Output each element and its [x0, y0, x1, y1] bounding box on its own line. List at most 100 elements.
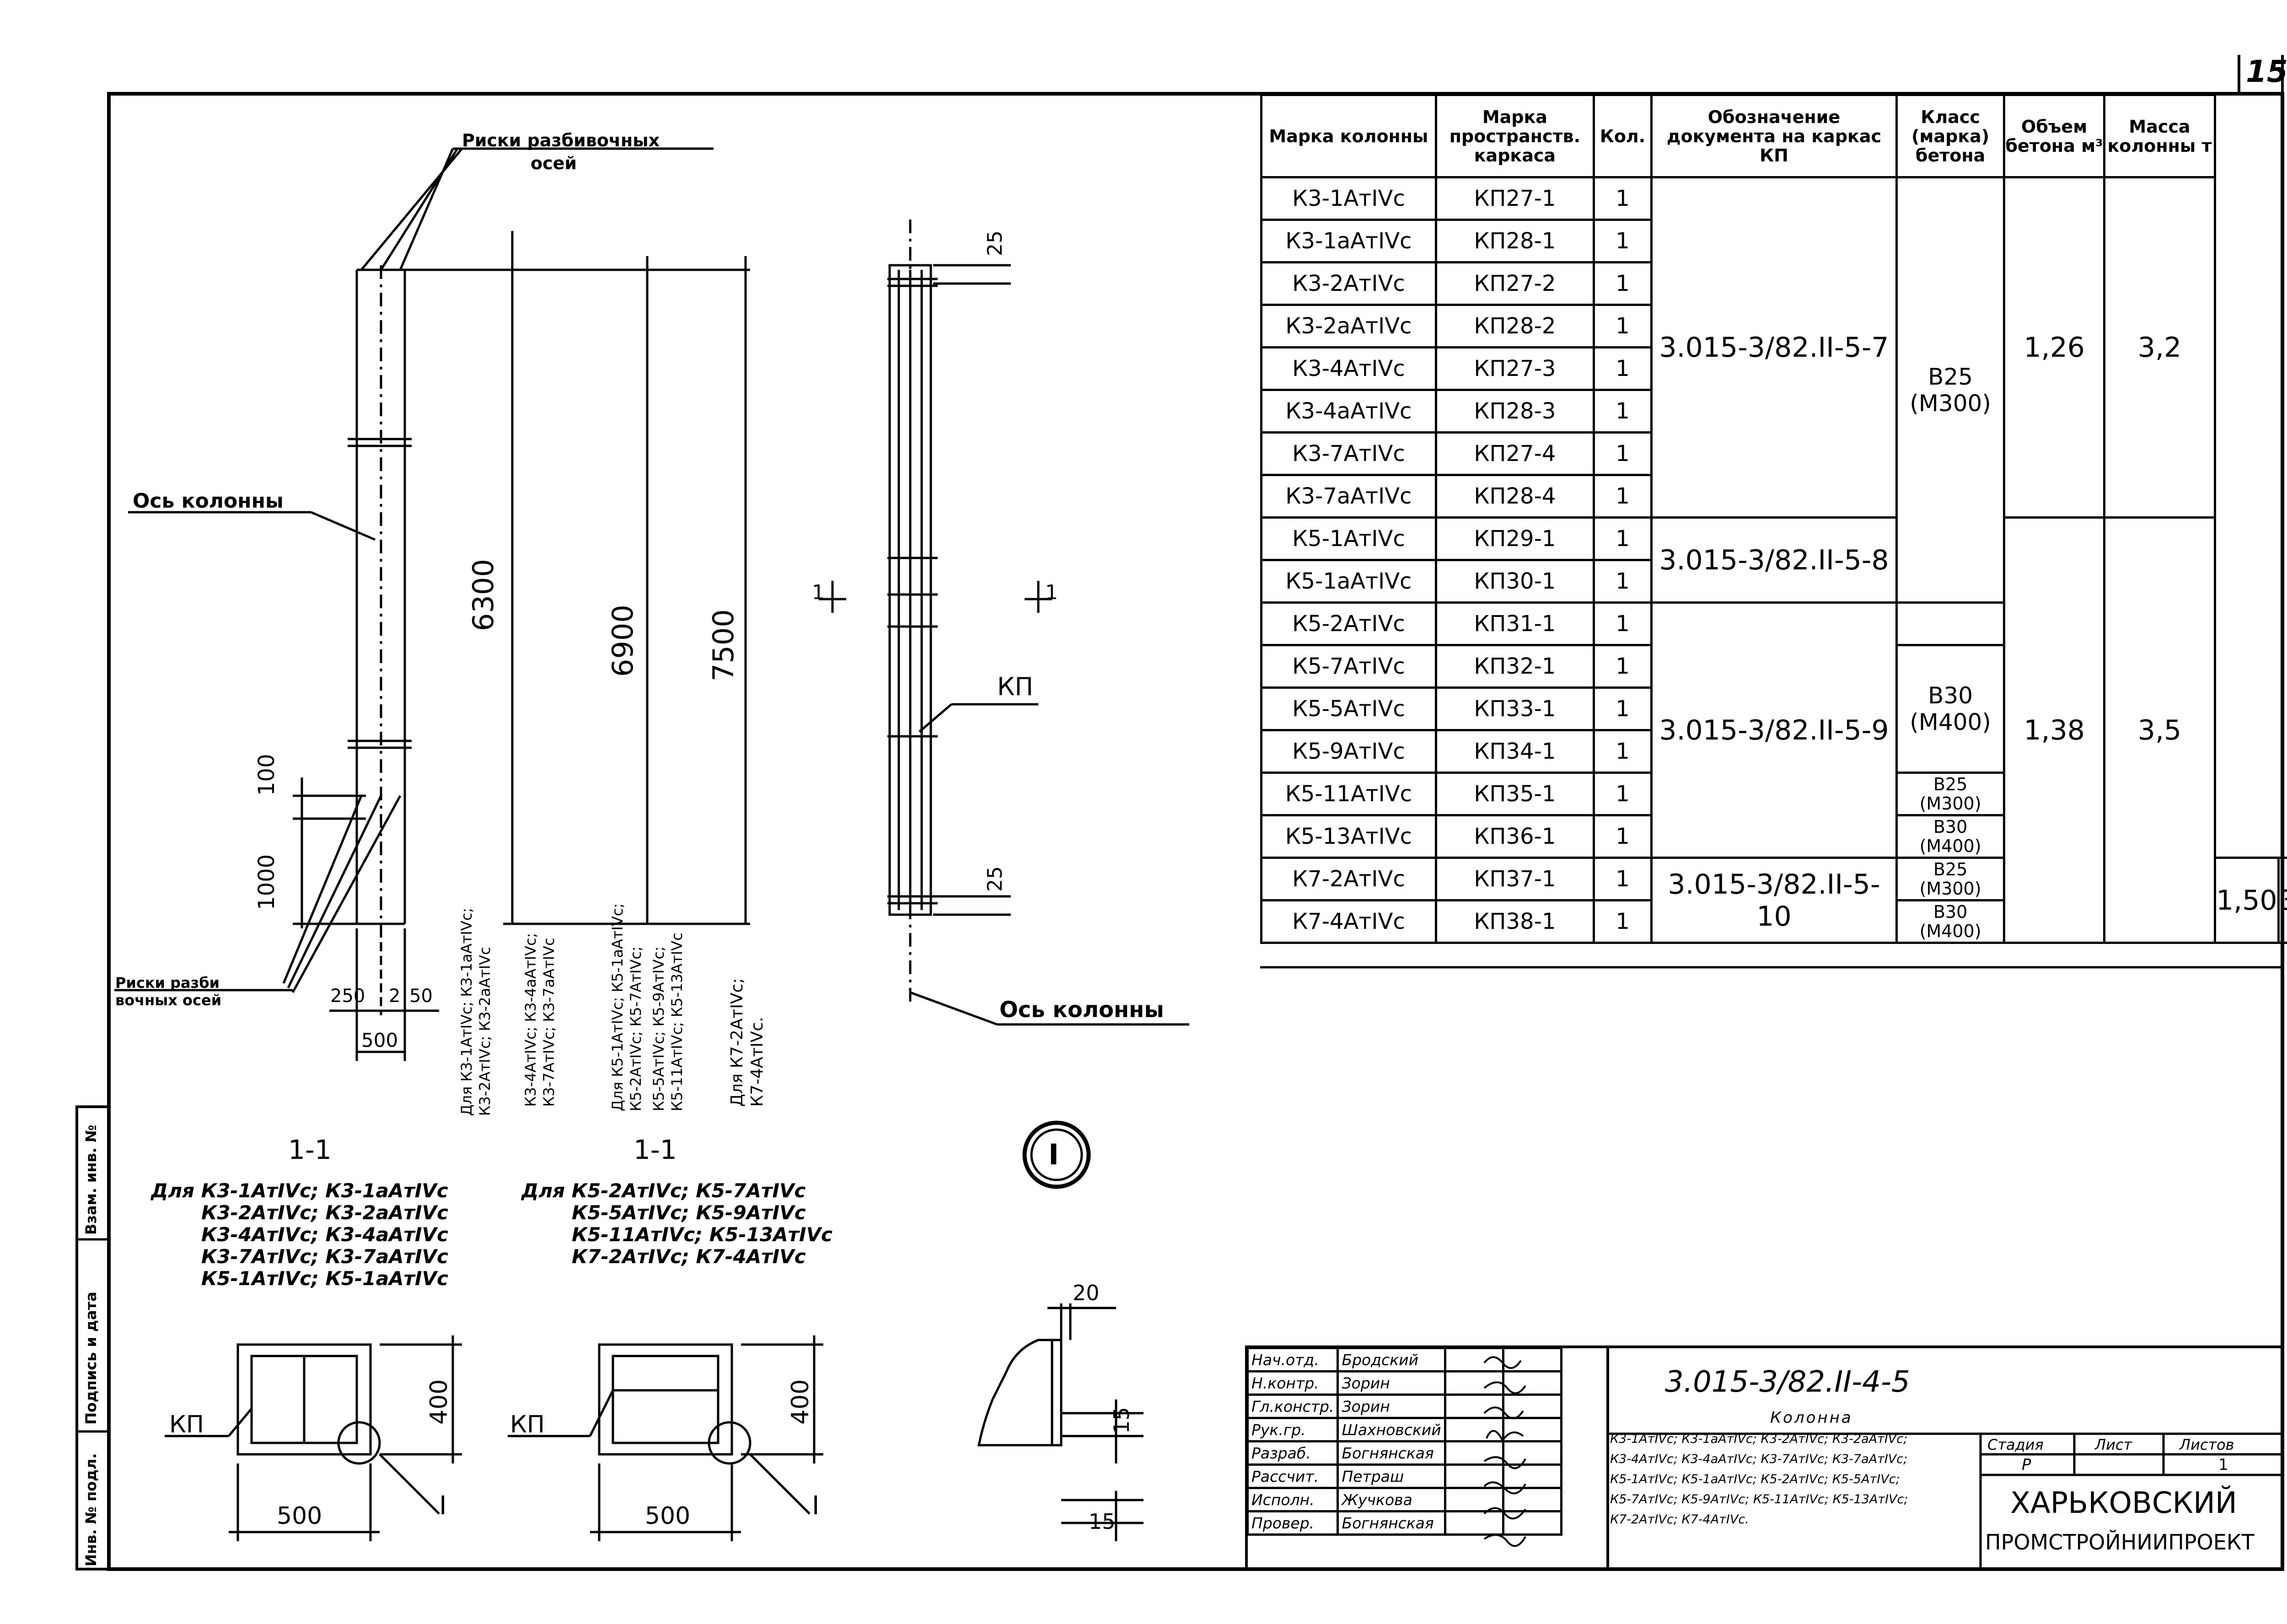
table-cell-mark: К5-1аАтIVс: [1260, 559, 1437, 604]
dimension-1000: 1000: [254, 854, 279, 910]
title-item-name: Колонна: [1770, 1409, 1853, 1427]
vertical-note-2: К3-4АтIVс; К3-4аАтIVс; К3-7АтIVс; К3-7аА…: [521, 933, 558, 1107]
role-cell: Разраб.: [1246, 1440, 1339, 1466]
table-cell-frame: КП33-1: [1434, 686, 1595, 731]
class-1-line-1: В25: [1928, 363, 1973, 390]
section-list-right-line-4: К7-2АтIVс; К7-4АтIVс: [572, 1245, 806, 1268]
section-title-right: 1-1: [633, 1134, 677, 1165]
stage-value: Р: [2022, 1456, 2031, 1474]
table-cell-qty: 1: [1592, 686, 1653, 731]
table-cell-volume-1: 1,26: [2003, 176, 2106, 519]
table-cell-volume-3: 1,50: [2213, 857, 2280, 944]
table-cell-frame: КП27-4: [1434, 431, 1595, 476]
detail-dim-15-a: 15: [1109, 1407, 1134, 1434]
section-dim-400-right: 400: [787, 1379, 814, 1425]
dimension-250: 250: [330, 986, 365, 1007]
name-cell: Бродский: [1337, 1347, 1446, 1372]
section-list-left-line-5: К5-1АтIVс; К5-1аАтIVс: [201, 1267, 448, 1290]
table-cell-qty: 1: [1592, 516, 1653, 561]
table-cell-mark: К3-1аАтIVс: [1260, 219, 1437, 263]
table-cell-qty: 1: [1592, 176, 1653, 221]
table-cell-qty: 1: [1592, 346, 1653, 391]
name-cell: Зорин: [1337, 1370, 1446, 1396]
table-cell-mark: К3-2АтIVс: [1260, 261, 1437, 306]
section-list-right-line-3: К5-11АтIVс; К5-13АтIVс: [572, 1223, 833, 1246]
header-column-mass: Масса колонны т: [2103, 94, 2216, 178]
leader-label-bottom: Риски разби вочных осей: [115, 974, 221, 1009]
class-1-line-2: (М300): [1910, 390, 1991, 417]
dimension-25-top: 25: [983, 230, 1007, 256]
title-doc-code: 3.015-3/82.II-4-5: [1665, 1365, 1910, 1399]
section-list-right-line-1: Для К5-2АтIVс; К5-7АтIVс: [521, 1179, 806, 1202]
vertical-note-1-line-2: К3-2АтIVс; К3-2аАтIVс: [476, 947, 494, 1116]
section-dim-500-left: 500: [277, 1502, 322, 1530]
class-3-line-2: (М300): [1919, 793, 1981, 814]
section-list-right-line-2: К5-5АтIVс; К5-9АтIVс: [572, 1201, 806, 1224]
table-cell-frame: КП34-1: [1434, 729, 1595, 774]
header-frame-mark: Марка пространств. каркаса: [1434, 94, 1595, 178]
date-cell: [1502, 1440, 1562, 1466]
side-stamp-replacement: Взам. инв. №: [82, 1125, 100, 1235]
table-cell-frame: КП27-3: [1434, 346, 1595, 391]
side-stamp-signature: Подпись и дата: [82, 1292, 100, 1425]
sheets-value: 1: [2218, 1456, 2228, 1474]
table-cell-mass-3: 3,8: [2277, 857, 2287, 944]
table-cell-frame: КП28-3: [1434, 389, 1595, 434]
date-cell: [1502, 1394, 1562, 1419]
signatures-scribble: [1483, 1356, 1526, 1547]
section-title-left: 1-1: [288, 1134, 332, 1165]
name-cell: Петраш: [1337, 1463, 1446, 1489]
table-cell-mark: К7-4АтIVс: [1260, 899, 1437, 944]
table-cell-qty: 1: [1592, 729, 1653, 774]
section-list-left-line-4: К3-7АтIVс; К3-7аАтIVс: [201, 1245, 448, 1268]
detail-dim-15-b: 15: [1089, 1509, 1116, 1534]
specification-table: Марка колонны Марка пространств. каркаса…: [1260, 94, 2287, 944]
table-cell-frame: КП35-1: [1434, 772, 1595, 816]
table-cell-mark: К5-11АтIVс: [1260, 772, 1437, 816]
table-cell-mark: К5-5АтIVс: [1260, 686, 1437, 731]
dimension-500: 500: [361, 1029, 398, 1051]
vertical-note-4: К5-5АтIVс; К5-9АтIVс; К5-11АтIVс; К5-13А…: [650, 933, 686, 1111]
table-cell-mark: К3-4АтIVс: [1260, 346, 1437, 391]
class-4-line-1: В30: [1933, 817, 1968, 837]
stage-label: Стадия: [1987, 1436, 2044, 1453]
role-cell: Провер.: [1246, 1510, 1339, 1536]
title-item-marks-line-4: К5-7АтIVс; К5-9АтIVс; К5-11АтIVс; К5-13А…: [1610, 1492, 1908, 1506]
section-kp-left: КП: [169, 1411, 204, 1438]
header-document: Обозначение документа на каркас КП: [1650, 94, 1898, 178]
vertical-note-2-line-2: К3-7АтIVс; К3-7аАтIVс: [540, 938, 558, 1107]
title-item-marks-line-3: К5-1АтIVс; К5-1аАтIVс; К5-2АтIVс; К5-5Ат…: [1610, 1472, 1900, 1486]
table-cell-frame: КП32-1: [1434, 644, 1595, 689]
class-3-line-1: В25: [1933, 774, 1968, 794]
name-cell: Жучкова: [1337, 1487, 1446, 1512]
role-cell: Нач.отд.: [1246, 1347, 1339, 1372]
table-cell-frame: КП28-4: [1434, 474, 1595, 519]
title-item-marks-line-2: К3-4АтIVс; К3-4аАтIVс; К3-7АтIVс; К3-7аА…: [1610, 1452, 1908, 1466]
table-cell-qty: 1: [1592, 601, 1653, 646]
organization-name-1: ХАРЬКОВСКИЙ: [2010, 1486, 2237, 1520]
class-2-line-1: В30: [1928, 682, 1973, 709]
sheets-label: Листов: [2180, 1436, 2234, 1453]
vertical-note-4-line-1: К5-5АтIVс; К5-9АтIVс;: [650, 946, 667, 1111]
table-cell-qty: 1: [1592, 261, 1653, 306]
leader-label-bottom-line-2: вочных осей: [115, 992, 222, 1009]
table-cell-qty: 1: [1592, 772, 1653, 816]
table-cell-class-3: В25 (М300): [1895, 772, 2006, 816]
table-cell-mass-2: 3,5: [2103, 516, 2216, 944]
table-cell-mark: К5-7АтIVс: [1260, 644, 1437, 689]
header-qty: Кол.: [1592, 94, 1653, 178]
table-cell-qty: 1: [1592, 559, 1653, 604]
signature-cell: [1444, 1510, 1504, 1536]
role-cell: Исполн.: [1246, 1487, 1339, 1512]
table-cell-mark: К3-4аАтIVс: [1260, 389, 1437, 434]
class-6-line-1: В30: [1933, 902, 1968, 922]
header-concrete-class: Класс (марка) бетона: [1895, 94, 2006, 178]
section-kp-right: КП: [510, 1411, 545, 1438]
table-cell-frame: КП36-1: [1434, 814, 1595, 859]
vertical-note-1-line-1: Для К3-1АтIVс; К3-1аАтIVс;: [458, 907, 475, 1116]
table-cell-qty: 1: [1592, 389, 1653, 434]
vertical-note-1: Для К3-1АтIVс; К3-1аАтIVс; К3-2АтIVс; К3…: [457, 908, 494, 1116]
class-4-line-2: (М400): [1919, 836, 1981, 856]
name-cell: Зорин: [1337, 1394, 1446, 1419]
